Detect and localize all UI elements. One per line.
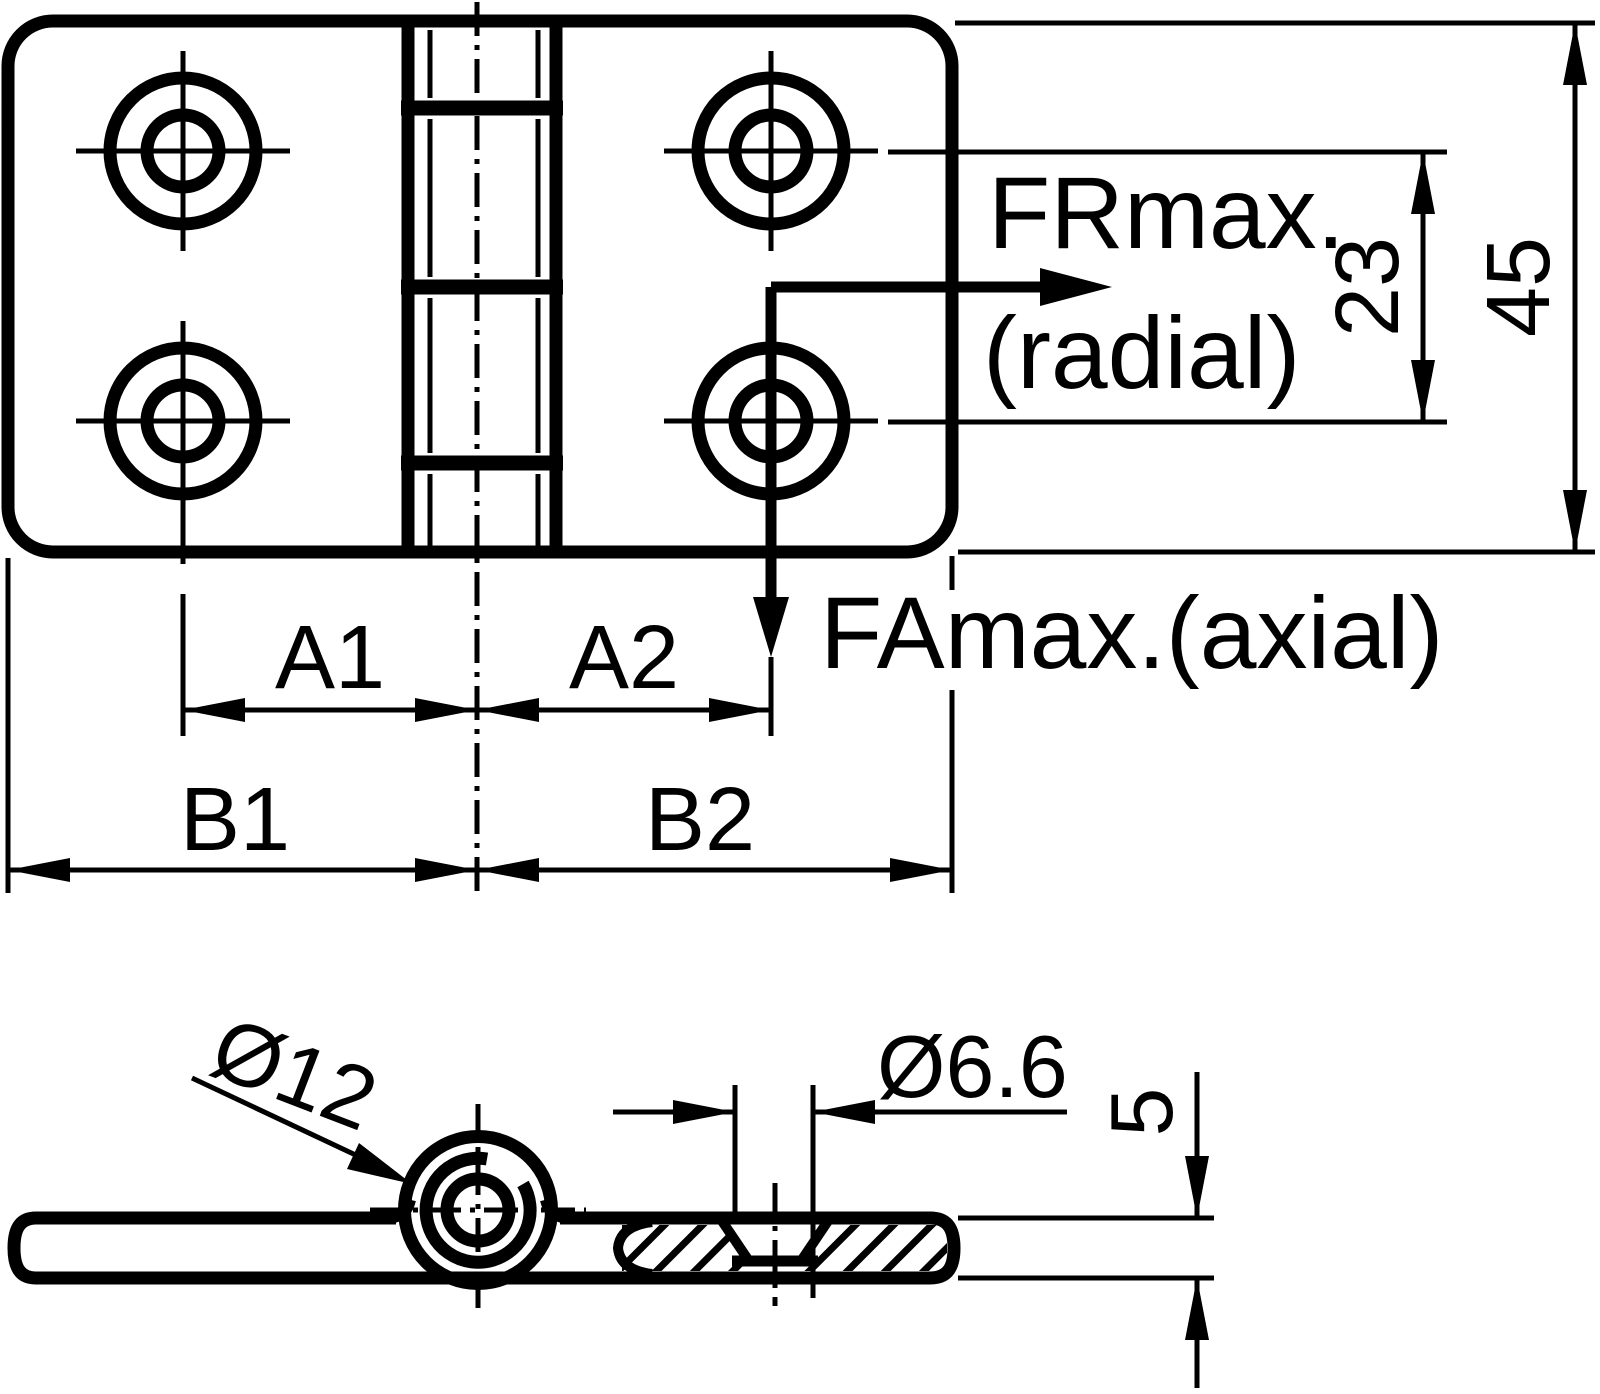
- right-leaf-end-cap: [929, 1211, 961, 1285]
- dim-a1-value: A1: [275, 608, 385, 708]
- dim-23-value: 23: [1318, 237, 1418, 337]
- side-view: [7, 1104, 961, 1308]
- screw-hole-bottom-left: [76, 321, 290, 564]
- arrowhead-icon: [673, 1100, 735, 1124]
- arrowhead-icon: [1563, 490, 1587, 552]
- barrel-middle-circle: [419, 1151, 537, 1269]
- dim-45-value: 45: [1469, 237, 1569, 337]
- arrowhead-icon: [477, 858, 539, 882]
- dimension-a1-a2: A1 A2: [180, 594, 771, 736]
- dimension-23: 23: [888, 149, 1447, 425]
- arrowhead-icon: [813, 1100, 875, 1124]
- section-hatch-left: [622, 1225, 749, 1271]
- arrowhead-icon: [1411, 360, 1435, 422]
- barrel-bore-lines: [427, 30, 541, 546]
- arrowhead-icon: [347, 1143, 412, 1184]
- arrowhead-icon: [1185, 1156, 1209, 1218]
- section-hatch-right: [801, 1225, 947, 1271]
- arrowhead-icon: [1563, 23, 1587, 85]
- dim-b1-value: B1: [180, 770, 290, 870]
- arrowhead-icon: [183, 698, 245, 722]
- label-radial-force: FRmax.: [988, 156, 1345, 270]
- section-cap-curve: [612, 1217, 653, 1279]
- label-axial-force: FAmax.(axial): [820, 576, 1443, 690]
- axial-force-arrow-icon: [753, 597, 789, 657]
- dimension-dia66: Ø6.6: [613, 1017, 1068, 1298]
- dim-dia66-value: Ø6.6: [877, 1017, 1068, 1116]
- dim-5-value: 5: [1092, 1088, 1191, 1137]
- arrowhead-icon: [415, 858, 477, 882]
- dim-a2-value: A2: [569, 608, 679, 708]
- arrowhead-icon: [477, 698, 539, 722]
- dimension-45: 45: [955, 20, 1595, 555]
- arrowhead-icon: [8, 858, 70, 882]
- screw-hole-top-left: [76, 51, 290, 251]
- barrel-knuckle-bands: [401, 100, 563, 471]
- leader-line: [190, 1075, 364, 1161]
- arrowhead-icon: [1185, 1278, 1209, 1340]
- arrowhead-icon: [415, 698, 477, 722]
- dimension-b1-b2: B1 B2: [5, 556, 955, 893]
- countersink-cone-left: [717, 1218, 754, 1264]
- force-annotations: FRmax. (radial) FAmax.(axial): [753, 156, 1443, 736]
- dimension-thickness-5: 5: [958, 1072, 1214, 1388]
- screw-hole-top-right: [664, 51, 878, 251]
- left-leaf-end-cap: [7, 1211, 37, 1285]
- arrowhead-icon: [709, 698, 771, 722]
- arrowhead-icon: [1411, 152, 1435, 214]
- radial-force-arrow-icon: [1040, 268, 1112, 306]
- arrowhead-icon: [890, 858, 952, 882]
- dim-b2-value: B2: [645, 770, 755, 870]
- label-radial-note: (radial): [983, 296, 1300, 410]
